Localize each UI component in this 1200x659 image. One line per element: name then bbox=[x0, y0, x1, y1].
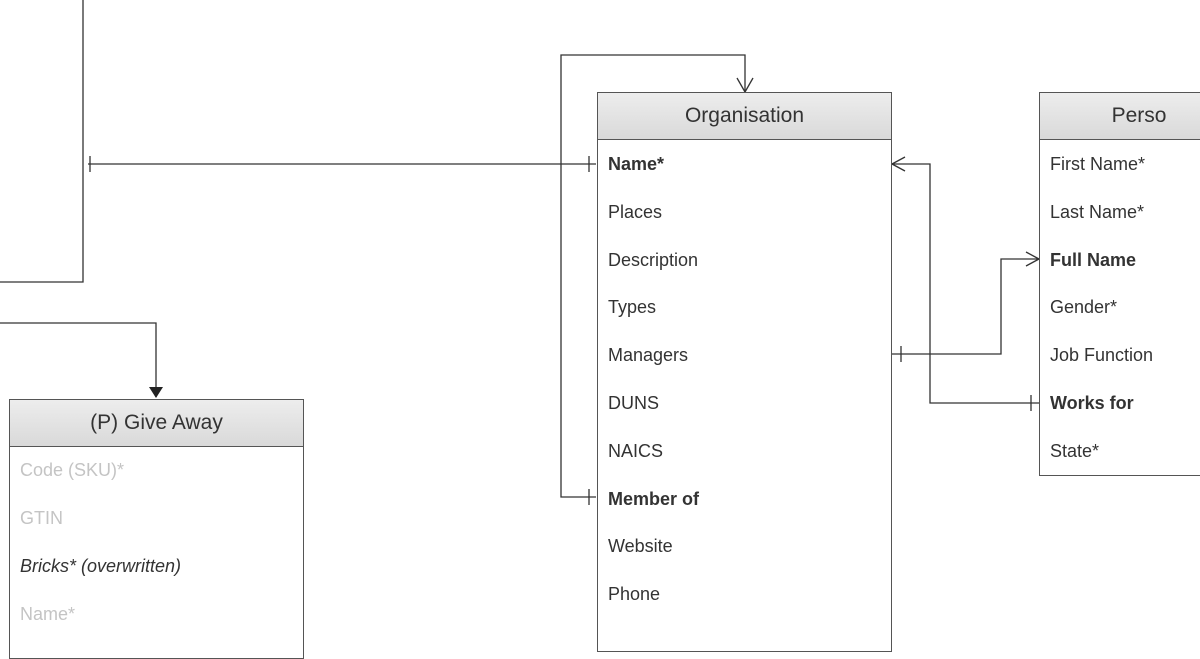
entity-header: Organisation bbox=[598, 93, 891, 140]
entity-field: State* bbox=[1050, 440, 1100, 461]
relationship-connectors bbox=[0, 0, 1040, 505]
entity-field: Last Name* bbox=[1050, 201, 1145, 222]
entity-field: Website bbox=[608, 536, 673, 557]
connector-left-bracket bbox=[0, 0, 84, 283]
entity-header: (P) Give Away bbox=[10, 400, 303, 447]
entity-field: Name* bbox=[20, 604, 76, 624]
entity-field: Phone bbox=[608, 584, 661, 605]
arrowhead-icon bbox=[149, 387, 163, 398]
entity-field: First Name* bbox=[1050, 154, 1146, 174]
entity-field: Works for bbox=[1050, 393, 1134, 413]
entity-header: Perso bbox=[1040, 93, 1200, 140]
entity-field: Job Function bbox=[1050, 345, 1154, 366]
entity-field: Full Name bbox=[1050, 249, 1137, 270]
entity-field: Bricks* (overwritten) bbox=[20, 556, 182, 576]
connector-org-self-member-of bbox=[560, 54, 746, 498]
connector-managers-to-full-name bbox=[892, 258, 1039, 355]
connector-to-give-away bbox=[0, 322, 157, 397]
entity-field: GTIN bbox=[20, 508, 63, 528]
entity-field: Types bbox=[608, 297, 657, 318]
give-away-entity[interactable]: (P) Give Away Code (SKU)* GTIN Bricks* (ov… bbox=[9, 399, 304, 659]
entity-field: Description bbox=[608, 249, 699, 270]
entity-field: Name* bbox=[608, 154, 665, 174]
entity-field: NAICS bbox=[608, 440, 664, 461]
entity-field: Code (SKU)* bbox=[20, 460, 125, 480]
entity-field: Member of bbox=[608, 488, 700, 509]
connector-org-name-to-works-for bbox=[892, 163, 1039, 404]
entity-field: DUNS bbox=[608, 393, 660, 413]
entity-field: Managers bbox=[608, 345, 689, 366]
entity-field: Places bbox=[608, 201, 663, 222]
entity-field: Gender* bbox=[1050, 297, 1118, 318]
